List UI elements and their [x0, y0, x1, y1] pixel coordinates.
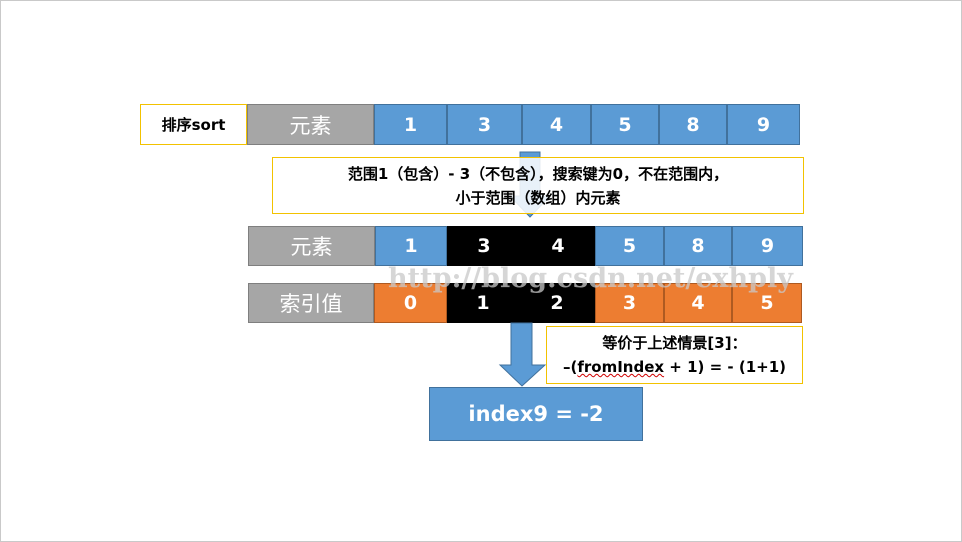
formula-fromindex: fromIndex: [577, 358, 665, 376]
result-box: index9 = -2: [429, 387, 643, 441]
range-note: 范围1（包含）- 3（不包含），搜索键为0，不在范围内， 小于范围（数组）内元素: [272, 157, 804, 214]
row2-cell: 1: [375, 226, 447, 266]
row1-cell: 5: [591, 104, 659, 145]
row1-cell: 8: [659, 104, 727, 145]
equivalence-note-line2: –(fromIndex + 1) = - (1+1): [563, 355, 786, 379]
row1-cell: 9: [727, 104, 800, 145]
row3-cell-highlight: 2: [519, 283, 595, 323]
row1-cell: 4: [522, 104, 591, 145]
row2-cell-highlight: 3: [447, 226, 521, 266]
row1-header: 元素: [247, 104, 374, 145]
range-note-line2: 小于范围（数组）内元素: [455, 188, 621, 207]
row2-cell-highlight: 4: [521, 226, 595, 266]
range-note-line1: 范围1（包含）- 3（不包含），搜索键为0，不在范围内，: [347, 164, 729, 183]
sort-label: 排序sort: [140, 104, 247, 145]
formula-prefix: –(: [563, 358, 578, 376]
row3-cell: 4: [664, 283, 732, 323]
row2-header: 元素: [248, 226, 375, 266]
row2-cell: 8: [664, 226, 732, 266]
row3-cell: 0: [374, 283, 447, 323]
row3-cell-highlight: 1: [447, 283, 519, 323]
row3-cell: 3: [595, 283, 664, 323]
row2-cell: 9: [732, 226, 803, 266]
row1-cell: 1: [374, 104, 447, 145]
equivalence-note-line1: 等价于上述情景[3]：: [602, 334, 747, 352]
down-arrow-icon: [498, 322, 547, 387]
row1-cell: 3: [447, 104, 522, 145]
formula-suffix: + 1) = - (1+1): [664, 358, 786, 376]
row2-cell: 5: [595, 226, 664, 266]
equivalence-note: 等价于上述情景[3]： –(fromIndex + 1) = - (1+1): [546, 326, 803, 384]
row3-cell: 5: [732, 283, 802, 323]
row3-header: 索引值: [248, 283, 374, 323]
